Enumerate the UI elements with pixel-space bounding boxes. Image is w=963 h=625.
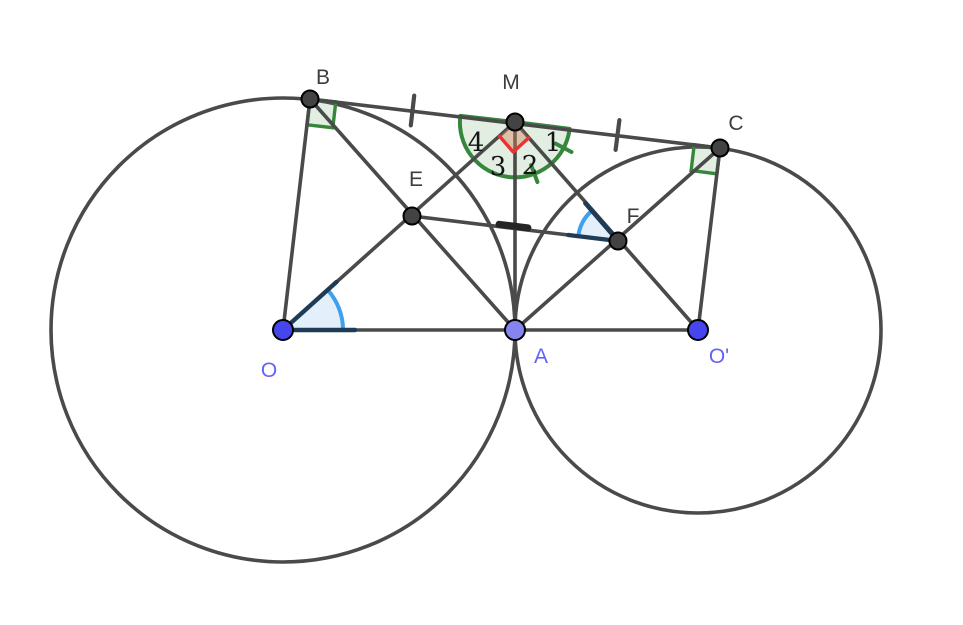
tick-MC — [613, 117, 622, 152]
label-O-prime: O' — [709, 345, 729, 368]
point-F — [608, 231, 628, 251]
tick-BM — [408, 93, 417, 128]
angle-number-3: 3 — [490, 152, 507, 182]
point-E — [402, 206, 422, 226]
label-C: C — [728, 112, 743, 135]
segment-EF-bold-mark — [495, 220, 532, 232]
label-O: O — [261, 359, 277, 382]
angle-number-4: 4 — [468, 128, 485, 158]
right-angle-mark-M-edges — [497, 134, 531, 154]
points — [272, 89, 730, 341]
label-M: M — [502, 71, 520, 94]
arc-tick-angle-1 — [553, 141, 574, 154]
point-A — [504, 319, 526, 341]
segments — [281, 97, 722, 332]
segment-C-O-prime — [696, 146, 722, 332]
point-M — [505, 112, 525, 132]
point-O — [272, 319, 294, 341]
segment-B-O — [281, 97, 312, 332]
angle-leg-O-M — [280, 279, 339, 333]
label-F: F — [627, 205, 640, 228]
point-C — [710, 138, 730, 158]
arc-tick-angle-2 — [529, 163, 540, 184]
point-O-prime — [687, 319, 709, 341]
angle-number-1: 1 — [545, 128, 562, 158]
labels: B M C E F O A O' 4 3 2 1 — [261, 66, 744, 382]
angle-arc-O — [325, 287, 346, 332]
angle-wedge-O — [283, 289, 344, 330]
label-A: A — [534, 345, 548, 368]
point-B — [300, 89, 320, 109]
angle-wedge-F — [578, 210, 618, 241]
label-E: E — [409, 168, 423, 191]
label-B: B — [316, 66, 330, 89]
angle-number-2: 2 — [522, 151, 539, 181]
